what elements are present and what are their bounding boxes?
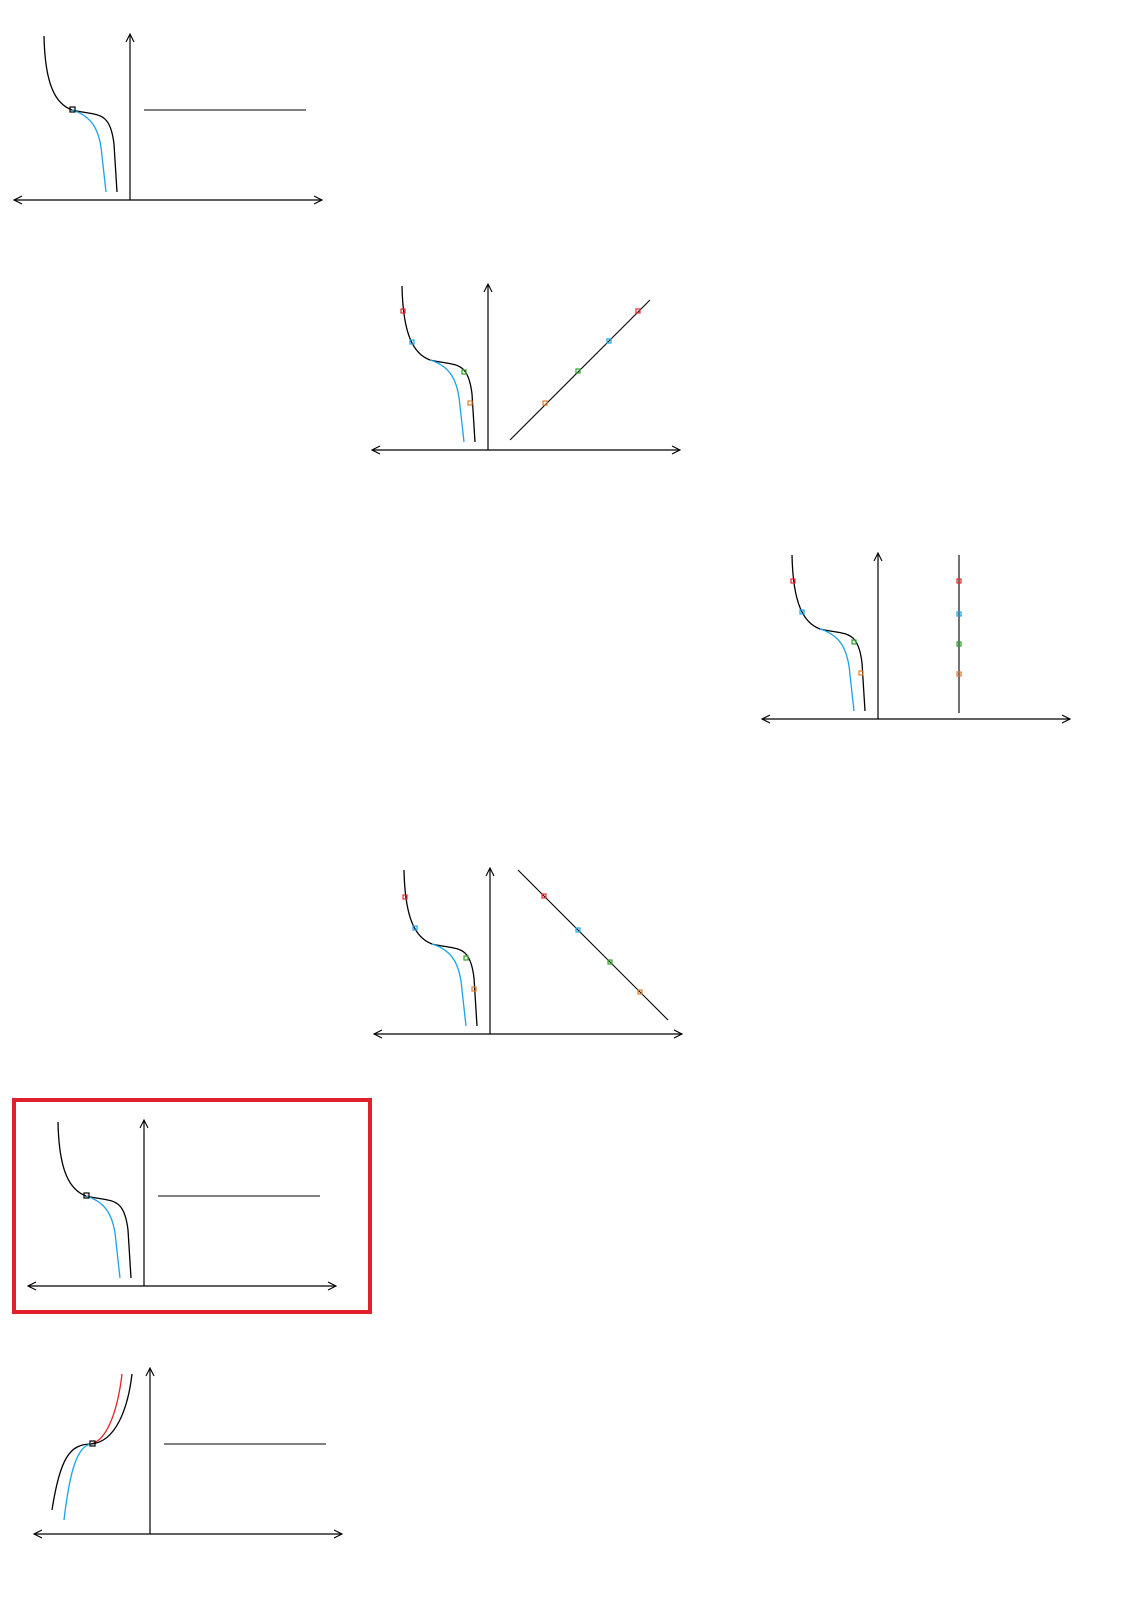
green-curve-marker [463,955,469,961]
orange-curve-marker [471,986,477,992]
shifted-curve [71,109,107,193]
red-line-marker [956,578,962,584]
panel-6 [34,1368,342,1534]
falling-line [517,869,669,1021]
blue-line-marker [956,611,962,617]
shifted-curve [431,943,467,1027]
orange-curve-marker [467,400,473,406]
green-curve-marker [461,369,467,375]
panel-1 [14,34,322,200]
red-line-marker [541,893,547,899]
curve-marker [89,1440,96,1447]
shifted-curve [85,1195,121,1279]
shifted-curve [63,1443,92,1521]
green-line-marker [575,368,581,374]
panel-2 [372,284,680,450]
red-curve-marker [402,894,408,900]
orange-line-marker [637,989,643,995]
blue-curve-marker [409,339,415,345]
curve-marker [83,1192,90,1199]
panel-3 [762,553,1070,719]
highlight-box [12,1098,372,1314]
orange-line-marker [542,400,548,406]
red-line-marker [635,308,641,314]
panel-5 [12,1098,372,1314]
shifted-curve [429,359,465,443]
curve-marker [69,106,76,113]
green-line-marker [607,959,613,965]
red-curve-marker [790,578,796,584]
blue-curve-marker [412,925,418,931]
blue-curve-marker [799,609,805,615]
shifted-curve [819,628,855,712]
red-curve-marker [400,308,406,314]
blue-line-marker [575,927,581,933]
green-curve-marker [851,639,857,645]
main-curve [51,1373,133,1511]
panel-4 [374,868,682,1034]
orange-curve-marker [858,670,864,676]
blue-line-marker [606,338,612,344]
upper-branch-curve [90,1373,123,1445]
orange-line-marker [956,671,962,677]
green-line-marker [956,641,962,647]
